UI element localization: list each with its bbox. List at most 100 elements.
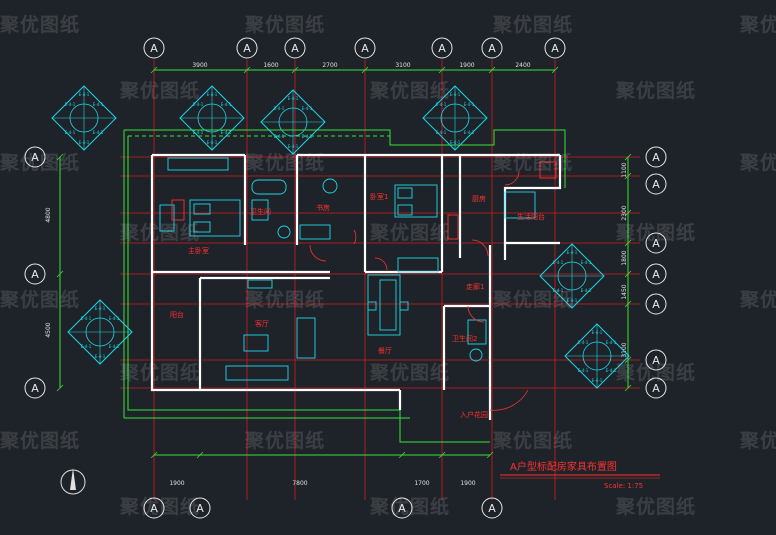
grid-bubble: A	[24, 263, 46, 285]
grid-bubble: A	[645, 146, 667, 168]
legend-code: E-4-1	[79, 92, 90, 97]
grid-bubble: A	[284, 37, 306, 59]
grid-bubble-label: A	[31, 151, 39, 164]
room-study: 书房	[316, 203, 330, 212]
grid-bubble-label: A	[652, 151, 660, 164]
dim-label: 2300	[621, 205, 628, 220]
grid-bubble: A	[645, 293, 667, 315]
dim-label: 7800	[292, 480, 307, 487]
legend-code: E-4-1	[79, 140, 90, 145]
room-dining: 餐厅	[378, 346, 392, 355]
grid-bubble-label: A	[488, 502, 496, 515]
grid-bubble-label: A	[652, 178, 660, 191]
dim-label: 1800	[621, 250, 628, 265]
grid-bubble-label: A	[31, 268, 39, 281]
grid-bubble: A	[431, 37, 453, 59]
legend-code: E-4-1	[65, 102, 76, 107]
grid-bubble-label: A	[361, 42, 369, 55]
legend-code: E-4-1	[274, 134, 285, 139]
grid-bubble-label: A	[398, 502, 406, 515]
legend-code: E-4-1	[81, 316, 92, 321]
legend-code: E-4-1	[464, 130, 475, 135]
grid-bubble-label: A	[438, 42, 446, 55]
grid-bubble: A	[645, 349, 667, 371]
dim-label: 1900	[169, 480, 184, 487]
grid-bubble: A	[481, 497, 503, 519]
grid-bubble: A	[645, 173, 667, 195]
legend-code: E-4-1	[578, 368, 589, 373]
grid-bubble-label: A	[150, 502, 158, 515]
legend-code: E-4-1	[288, 144, 299, 149]
right-dimensions: 1100 2300 1800 1450 3100	[621, 162, 628, 357]
drawing-title: A户型标配房家具布置图	[510, 460, 617, 473]
legend-code: E-4-1	[65, 130, 76, 135]
legend-code: E-4-1	[81, 344, 92, 349]
room-master-bedroom: 主卧室	[188, 246, 209, 255]
dim-label: 3100	[395, 62, 410, 69]
grid-bubble-label: A	[652, 354, 660, 367]
dim-label: 3100	[621, 342, 628, 357]
grid-bubble: A	[236, 37, 258, 59]
legend-code: E-4-1	[450, 140, 461, 145]
dim-label: 4800	[45, 207, 52, 222]
legend-code: E-4-1	[581, 288, 592, 293]
legend-code: E-4-1	[207, 140, 218, 145]
grid-bubble: A	[354, 37, 376, 59]
room-corridor: 走廊1	[466, 282, 484, 291]
grid-bubble-label: A	[291, 42, 299, 55]
grid-bubble: A	[143, 37, 165, 59]
legend-code: E-4-1	[581, 260, 592, 265]
room-bedroom1: 卧室1	[370, 192, 388, 201]
walls	[150, 153, 562, 420]
grid-bubble: A	[544, 37, 566, 59]
room-bath-master: 卫生间	[250, 207, 271, 216]
legend-code: E-4-1	[109, 344, 120, 349]
room-labels: 主卧室 卫生间 书房 卧室1 厨房 生活阳台 走廊1 阳台 客厅 餐厅 卫生间2…	[170, 192, 545, 419]
grid-bubble-label: A	[551, 42, 559, 55]
dim-label: 2700	[322, 62, 337, 69]
grid-bubble: A	[391, 497, 413, 519]
grid-bubble-label: A	[652, 298, 660, 311]
room-kitchen: 厨房	[472, 194, 486, 203]
bottom-dimensions: 1900 7800 1700 1900	[169, 480, 475, 487]
dim-label: 3900	[192, 62, 207, 69]
legend-code: E-4-1	[207, 92, 218, 97]
grid-bubble: A	[189, 497, 211, 519]
door-swings	[309, 170, 529, 411]
grid-bubble-label: A	[150, 42, 158, 55]
axis-lines	[120, 60, 640, 500]
dim-label: 2400	[515, 62, 530, 69]
grid-bubble-label: A	[652, 268, 660, 281]
legend-code: E-4-1	[302, 106, 313, 111]
dim-label: 1700	[414, 480, 429, 487]
dim-label: 1900	[460, 480, 475, 487]
legend-code: E-4-1	[274, 106, 285, 111]
legend-code: E-4-1	[193, 130, 204, 135]
legend-code: E-4-1	[464, 102, 475, 107]
room-entrance: 入户花园	[460, 410, 488, 419]
legend-code: E-4-1	[567, 250, 578, 255]
grid-bubble: A	[645, 377, 667, 399]
dim-label: 1600	[263, 62, 278, 69]
furniture	[159, 157, 557, 381]
legend-code: E-4-1	[606, 368, 617, 373]
title-block: A户型标配房家具布置图 Scale: 1:75	[500, 460, 660, 490]
grid-bubble: A	[24, 146, 46, 168]
dim-label: 1450	[621, 284, 628, 299]
legend-code: E-4-1	[436, 102, 447, 107]
legend-code: E-4-1	[93, 102, 104, 107]
legend-code: E-4-1	[302, 134, 313, 139]
legend-code: E-4-1	[553, 260, 564, 265]
grid-bubble: A	[481, 37, 503, 59]
legend-code: E-4-1	[95, 354, 106, 359]
legend-code: E-4-1	[109, 316, 120, 321]
